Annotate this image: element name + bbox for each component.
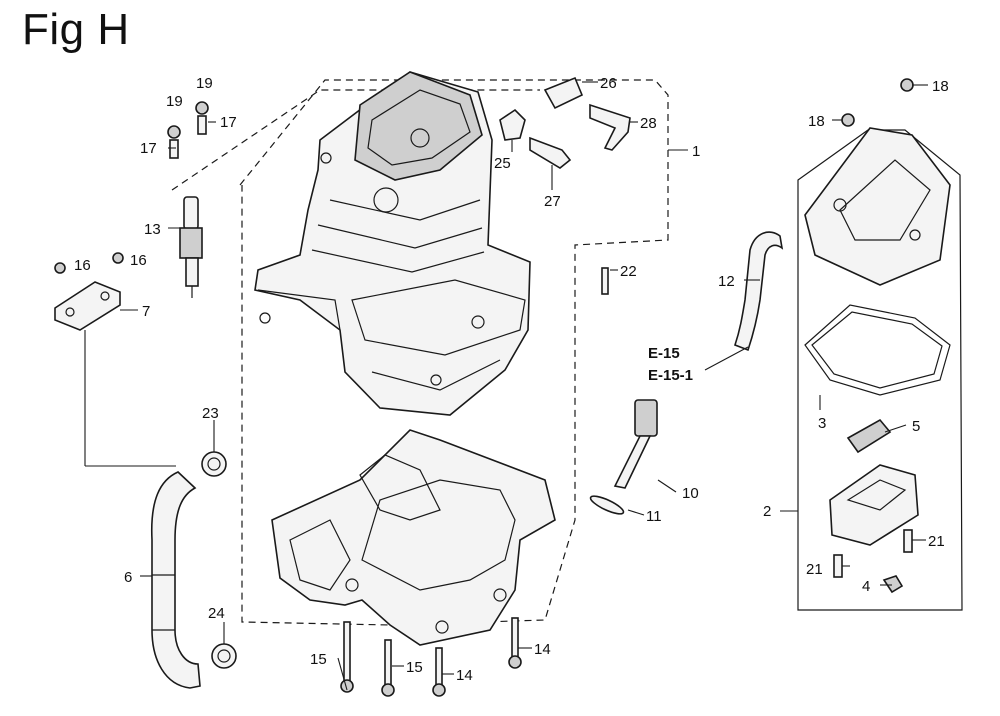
callout-25: 25 bbox=[494, 155, 511, 172]
callout-12: 12 bbox=[718, 273, 735, 290]
callout-14b: 14 bbox=[456, 667, 473, 684]
cylinder-head-casting bbox=[254, 71, 531, 416]
bottom-bolts bbox=[340, 617, 522, 697]
callout-15b: 15 bbox=[406, 659, 423, 676]
callout-5: 5 bbox=[912, 418, 920, 435]
callout-4: 4 bbox=[862, 578, 870, 595]
reference-e-15-1: E-15-1 bbox=[648, 367, 693, 384]
callout-14a: 14 bbox=[534, 641, 551, 658]
callout-26: 26 bbox=[600, 75, 617, 92]
callout-19a: 19 bbox=[196, 75, 213, 92]
callout-1: 1 bbox=[692, 143, 700, 160]
callout-19b: 19 bbox=[166, 93, 183, 110]
callout-10: 10 bbox=[682, 485, 699, 502]
hose-6 bbox=[150, 471, 201, 689]
gasket-3 bbox=[804, 304, 951, 396]
leader-lines bbox=[84, 81, 928, 691]
bolts-17-19 bbox=[167, 101, 209, 159]
clamp-23 bbox=[201, 451, 227, 477]
bracket-7 bbox=[54, 252, 124, 331]
callout-18a: 18 bbox=[932, 78, 949, 95]
callout-labels: 1 2 3 4 5 6 7 10 11 12 13 14 14 15 15 16… bbox=[74, 75, 949, 684]
callout-6: 6 bbox=[124, 569, 132, 586]
callout-24: 24 bbox=[208, 605, 225, 622]
breather-housing-2 bbox=[829, 464, 919, 594]
callout-15a: 15 bbox=[310, 651, 327, 668]
callout-18b: 18 bbox=[808, 113, 825, 130]
callout-7: 7 bbox=[142, 303, 150, 320]
callout-16b: 16 bbox=[130, 252, 147, 269]
crankcase-oil-pan bbox=[271, 429, 556, 646]
valve-cover bbox=[804, 78, 951, 286]
callout-16a: 16 bbox=[74, 257, 91, 274]
pin-22 bbox=[601, 267, 609, 295]
callout-27: 27 bbox=[544, 193, 561, 210]
callout-17b: 17 bbox=[220, 114, 237, 131]
figure-title: Fig H bbox=[22, 5, 130, 54]
callout-21a: 21 bbox=[928, 533, 945, 550]
clamp-24 bbox=[211, 643, 237, 669]
dipstick-10 bbox=[589, 399, 658, 515]
callout-23: 23 bbox=[202, 405, 219, 422]
filter-5 bbox=[846, 418, 892, 454]
callout-22: 22 bbox=[620, 263, 637, 280]
callout-3: 3 bbox=[818, 415, 826, 432]
spark-plug bbox=[179, 196, 203, 298]
breather-tube-12 bbox=[733, 231, 784, 352]
callout-28: 28 bbox=[640, 115, 657, 132]
reference-e-15: E-15 bbox=[648, 345, 680, 362]
callout-21b: 21 bbox=[806, 561, 823, 578]
rocker-parts bbox=[499, 76, 631, 169]
callout-11: 11 bbox=[646, 508, 662, 525]
callout-2: 2 bbox=[763, 503, 771, 520]
callout-17a: 17 bbox=[140, 140, 157, 157]
callout-13: 13 bbox=[144, 221, 161, 238]
